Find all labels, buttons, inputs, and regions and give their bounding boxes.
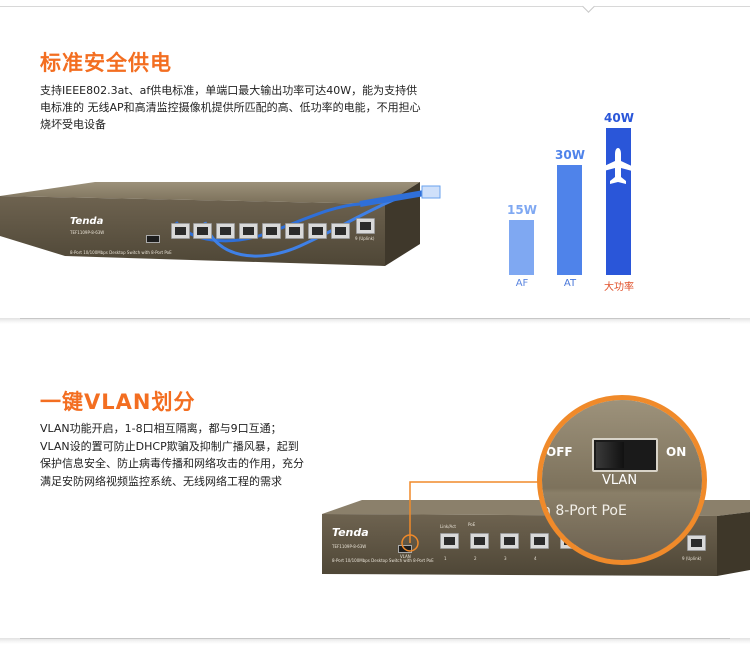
chart-plot-area: 15W 30W 40W xyxy=(500,110,660,275)
brand-logo: Tenda xyxy=(332,526,369,539)
uplink-port xyxy=(356,218,375,234)
switch-device-image: Tenda TEF1109P-8-63W 8-Port 10/100Mbps D… xyxy=(0,178,441,268)
ethernet-port xyxy=(500,533,519,549)
power-bar-chart: 15W 30W 40W AF AT 大功率 xyxy=(500,110,660,300)
ethernet-port xyxy=(308,223,327,239)
ethernet-port xyxy=(193,223,212,239)
ethernet-port xyxy=(331,223,350,239)
link-act-label: Link/Act xyxy=(440,524,456,529)
bar-category-label: AF xyxy=(515,278,529,289)
model-label: TEF1109P-8-63W xyxy=(70,230,105,235)
ethernet-port xyxy=(216,223,235,239)
on-label: ON xyxy=(666,445,687,459)
magnifier-background xyxy=(542,400,702,560)
text-line: VLAN功能开启，1-8口相互隔离，都与9口互通； xyxy=(40,422,282,435)
vlan-switch xyxy=(146,235,160,243)
ethernet-port xyxy=(470,533,489,549)
uplink-label: 9 (Uplink) xyxy=(355,236,375,241)
section-divider xyxy=(0,638,750,644)
off-label: OFF xyxy=(546,445,573,459)
magnifier-zoom: OFF ON VLAN h 8-Port PoE xyxy=(537,395,707,565)
product-text: h 8-Port PoE xyxy=(542,503,627,519)
desc-label: 8-Port 10/100Mbps Desktop Switch with 8-… xyxy=(332,558,434,563)
bar-value-label: 40W xyxy=(604,111,634,126)
section-divider xyxy=(0,318,750,324)
airplane-icon xyxy=(600,148,636,185)
ethernet-port xyxy=(262,223,281,239)
text-line: 满足安防网络视频监控系统、无线网络工程的需求 xyxy=(40,474,282,488)
text-line: 烧坏受电设备 xyxy=(40,118,106,131)
ethernet-port xyxy=(239,223,258,239)
ethernet-port xyxy=(440,533,459,549)
bar-value-label: 15W xyxy=(507,203,537,217)
text-line: 支持IEEE802.3at、af供电标准，单端口最大输出功率可达40W，能为支持… xyxy=(40,84,418,97)
section-text-power: 支持IEEE802.3at、af供电标准，单端口最大输出功率可达40W，能为支持… xyxy=(40,82,480,133)
ethernet-port xyxy=(285,223,304,239)
ethernet-port xyxy=(171,223,190,239)
text-line: 电标准的 无线AP和高清监控摄像机提供所匹配的高、低功率的电能，不用担心 xyxy=(40,101,421,114)
bar-category-label: 大功率 xyxy=(604,282,634,293)
port-number: 4 xyxy=(534,556,537,561)
vlan-label: VLAN xyxy=(602,473,638,488)
model-label: TEF1109P-8-63W xyxy=(332,544,367,549)
top-notch xyxy=(582,0,595,13)
vlan-toggle-switch xyxy=(592,438,658,472)
bar-af xyxy=(509,220,534,275)
bar-value-label: 30W xyxy=(555,148,585,162)
vlan-switch xyxy=(398,545,412,553)
text-line: 保护信息安全、防止病毒传播和网络攻击的作用，充分 xyxy=(40,457,304,470)
brand-logo: Tenda xyxy=(70,216,104,227)
text-line: VLAN设的置可防止DHCP欺骗及抑制广播风暴，起到 xyxy=(40,439,299,453)
top-rule xyxy=(0,6,750,7)
vlan-switch-label: VLAN xyxy=(400,554,411,559)
port-number: 1 xyxy=(444,556,447,561)
desc-label: 8-Port 10/100Mbps Desktop Switch with 8-… xyxy=(70,250,172,255)
port-number: 3 xyxy=(504,556,507,561)
bar-category-label: AT xyxy=(563,278,577,289)
section-divider-line xyxy=(20,318,730,319)
bar-at xyxy=(557,165,582,275)
poe-label: PoE xyxy=(468,522,476,527)
section-title-vlan: 一键VLAN划分 xyxy=(40,390,196,414)
port-number: 2 xyxy=(474,556,477,561)
bar-high-power xyxy=(600,128,636,275)
section-text-vlan: VLAN功能开启，1-8口相互隔离，都与9口互通； VLAN设的置可防止DHCP… xyxy=(40,420,340,490)
section-divider-line xyxy=(20,638,730,639)
section-title-power: 标准安全供电 xyxy=(40,51,172,75)
toggle-knob xyxy=(596,442,624,468)
